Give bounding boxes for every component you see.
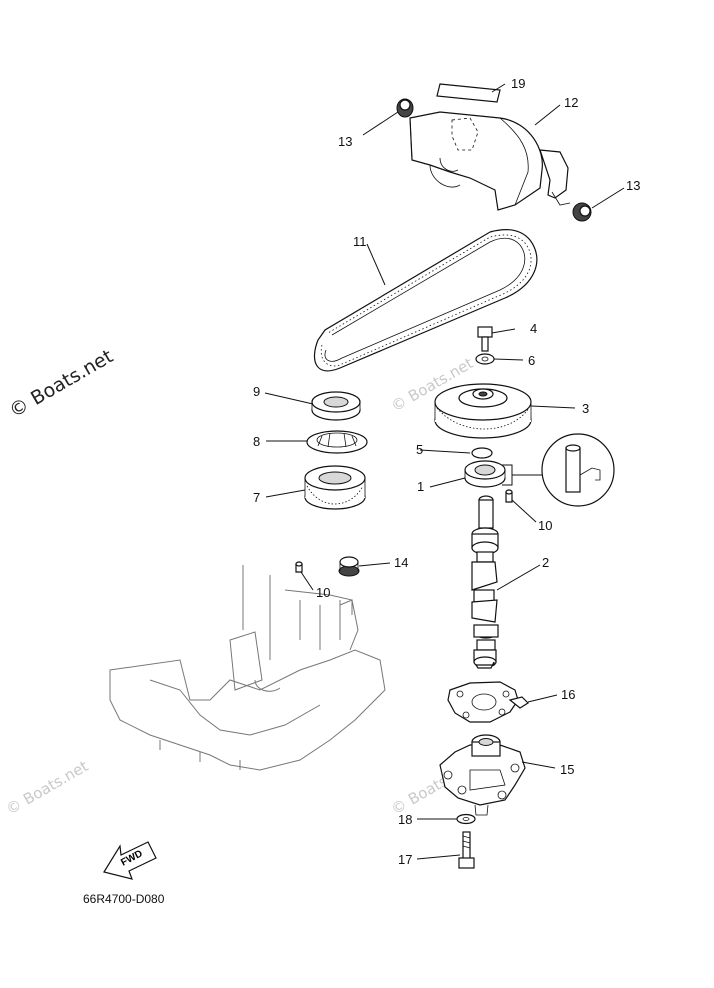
part-1-detail-inset [502,433,615,507]
callout-6: 6 [528,353,535,368]
part-7-drive-sprocket [304,465,366,510]
callout-8: 8 [253,434,260,449]
part-2-camshaft [471,495,499,669]
part-18-washer [456,813,476,825]
callout-9: 9 [253,384,260,399]
callout-10-lower: 10 [316,585,330,600]
part-10-pin-lower [295,561,303,573]
part-17-bolt [458,831,475,869]
part-5-oring [471,447,493,459]
part-12-cover [409,111,571,211]
leader-lines [264,83,625,860]
part-9-oil-seal [311,391,361,421]
callout-19: 19 [511,76,525,91]
crankcase-outline [109,565,386,771]
callout-10-upper: 10 [538,518,552,533]
callout-13-left: 13 [338,134,352,149]
callout-18: 18 [398,812,412,827]
callout-14: 14 [394,555,408,570]
part-10-pin-upper [505,489,513,503]
callout-5: 5 [416,442,423,457]
callout-17: 17 [398,852,412,867]
callout-13-right: 13 [626,178,640,193]
part-3-pulley [434,383,532,439]
watermark-faint-2: © Boats.net [3,757,91,818]
part-4-bolt [477,326,493,352]
callout-2: 2 [542,555,549,570]
part-13-grommet-right [572,202,592,222]
part-14-seal [338,556,360,577]
callout-3: 3 [582,401,589,416]
diagram-code: 66R4700-D080 [83,892,165,906]
callout-11: 11 [353,234,367,249]
part-8-plate [306,430,368,454]
fwd-arrow-icon: FWD [103,841,157,880]
watermark-main: © Boats.net [6,345,117,422]
callout-7: 7 [253,490,260,505]
callout-1: 1 [417,479,424,494]
callout-16: 16 [561,687,575,702]
part-15-oil-pump [439,734,526,816]
part-13-grommet-left [396,98,414,118]
callout-15: 15 [560,762,574,777]
callout-12: 12 [564,95,578,110]
part-11-timing-belt [313,229,538,372]
callout-4: 4 [530,321,537,336]
part-6-washer [475,353,495,365]
part-1-oil-seal [464,460,506,488]
part-19-label [436,83,501,103]
part-16-gasket [447,681,529,723]
